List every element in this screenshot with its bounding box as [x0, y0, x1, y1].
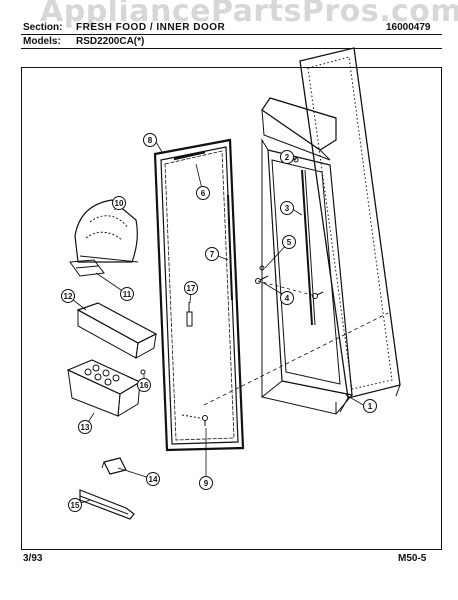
callout-7 — [205, 247, 219, 261]
retainer-hardware — [186, 302, 193, 327]
callout-2 — [280, 150, 294, 164]
watermark: AppliancePartsPros.com — [40, 0, 458, 29]
callout-10 — [112, 196, 126, 210]
callout-17-label: 17 — [187, 284, 196, 293]
callout-numbers: 1 2 3 4 5 6 7 8 9 10 11 12 13 14 15 16 1… — [64, 136, 373, 510]
callout-5-label: 5 — [287, 238, 292, 247]
diagram-frame — [21, 67, 442, 550]
shelf-clip — [101, 457, 127, 475]
callout-6 — [196, 186, 210, 200]
callout-15-label: 15 — [71, 501, 80, 510]
callout-14-label: 14 — [149, 475, 158, 484]
models-label: Models: — [23, 36, 61, 47]
callout-8 — [143, 133, 157, 147]
callout-5 — [282, 235, 296, 249]
dairy-trim — [69, 259, 105, 277]
door-shelf-bin — [76, 302, 158, 359]
callout-4-label: 4 — [285, 294, 290, 303]
outer-door-panel — [299, 47, 401, 413]
screws — [140, 157, 324, 426]
callout-14 — [146, 472, 160, 486]
dairy-cover — [74, 199, 139, 263]
callout-3-label: 3 — [285, 204, 290, 213]
callout-9-label: 9 — [204, 479, 209, 488]
callout-13 — [78, 420, 92, 434]
callout-1-label: 1 — [368, 402, 373, 411]
callout-2-label: 2 — [285, 153, 290, 162]
section-value: FRESH FOOD / INNER DOOR — [76, 22, 226, 33]
callout-10-label: 10 — [115, 199, 124, 208]
liner-gasket-strip — [301, 169, 316, 326]
callout-7-label: 7 — [210, 250, 215, 259]
door-gasket — [153, 138, 245, 452]
callout-11-label: 11 — [123, 290, 132, 299]
callout-12 — [61, 289, 75, 303]
section-label: Section: — [23, 22, 63, 33]
footer-date: 3/93 — [23, 553, 43, 564]
callout-3 — [280, 201, 294, 215]
header-rule-1 — [21, 34, 442, 35]
callout-12-label: 12 — [64, 292, 73, 301]
callout-15 — [68, 498, 82, 512]
callout-circles — [61, 133, 377, 512]
part-number: 16000479 — [386, 22, 431, 33]
callout-13-label: 13 — [81, 423, 90, 432]
door-rail — [79, 489, 135, 520]
callout-4 — [280, 291, 294, 305]
egg-tray — [66, 359, 142, 417]
callout-16-label: 16 — [140, 381, 149, 390]
models-value: RSD2200CA(*) — [76, 36, 145, 47]
callout-9 — [199, 476, 213, 490]
callout-16 — [137, 378, 151, 392]
header-rule-2 — [21, 48, 442, 49]
callout-6-label: 6 — [201, 189, 206, 198]
callout-17 — [184, 281, 198, 295]
callout-8-label: 8 — [148, 136, 153, 145]
callout-11 — [120, 287, 134, 301]
callout-1 — [363, 399, 377, 413]
footer-page-code: M50-5 — [398, 553, 427, 564]
